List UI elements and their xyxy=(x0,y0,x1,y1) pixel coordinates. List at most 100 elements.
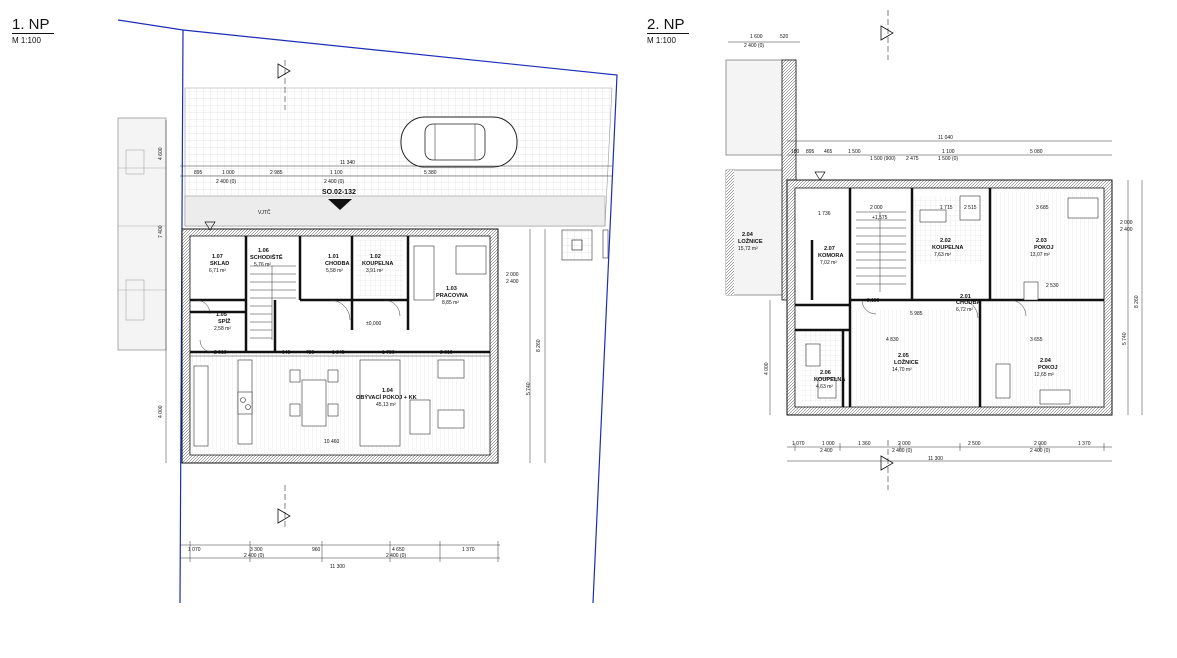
p2-dim-int-7: 5 985 xyxy=(910,311,923,317)
room-2-05-name: LOŽNICE xyxy=(894,358,919,366)
room-2-01-area: 6,72 m² xyxy=(956,307,973,313)
room-1-07-num: 1.07 xyxy=(212,254,223,260)
p2-dim-int-2: 2 000 xyxy=(870,205,883,211)
room-2-07-num: 2.07 xyxy=(824,246,835,252)
dim-side-2: 5 740 xyxy=(526,382,532,395)
p2-dim-top-7: 1 500 xyxy=(848,149,861,155)
room-1-01-area: 5,58 m² xyxy=(326,268,343,274)
room-2-07-name: KOMORA xyxy=(818,253,843,259)
room-2-04a-area: 15,72 m² xyxy=(738,246,758,252)
p2-dim-int-1: 1 736 xyxy=(818,211,831,217)
dim-overall-bottom: 11 300 xyxy=(330,564,345,570)
dim-bottom-7: 1 370 xyxy=(462,547,475,553)
p2-dim-top-9: 2 475 xyxy=(906,156,919,162)
p2-dim-int-3: 1 715 xyxy=(940,205,953,211)
dim-top-4: 2 985 xyxy=(270,170,283,176)
p2-dim-top-12: 5 080 xyxy=(1030,149,1043,155)
dim-side-5: 2 000 xyxy=(506,272,519,278)
room-2-06-name: KOUPELNA xyxy=(814,377,845,383)
room-1-02-num: 1.02 xyxy=(370,254,381,260)
p2-dim-overall-top: 11 040 xyxy=(938,135,953,141)
plan-2-scale: M 1:100 xyxy=(647,36,676,45)
room-1-03-num: 1.03 xyxy=(446,286,457,292)
dim-bottom-3: 2 400 (0) xyxy=(244,553,264,559)
room-2-02-num: 2.02 xyxy=(940,238,951,244)
room-1-04-area: 45,13 m² xyxy=(376,402,396,408)
dim-top-1: 895 xyxy=(194,170,203,176)
room-1-06-name: SCHODIŠTĚ xyxy=(250,253,283,261)
dim-side-1: 8 260 xyxy=(536,339,542,352)
room-2-02-area: 7,63 m² xyxy=(934,252,951,258)
car-symbol xyxy=(400,116,518,168)
room-1-06-num: 1.06 xyxy=(258,248,269,254)
dim-int-7: 10 460 xyxy=(324,439,340,445)
dim-bottom-6: 2 400 (0) xyxy=(386,553,406,559)
room-2-01-name: CHODBA xyxy=(956,300,981,306)
dim-top-7: 5 380 xyxy=(424,170,437,176)
room-2-04b-num: 2.04 xyxy=(1040,358,1052,364)
room-2-04b-name: POKOJ xyxy=(1038,365,1058,371)
p2-dim-int-4: 2 515 xyxy=(964,205,977,211)
room-1-02-area: 3,91 m² xyxy=(366,268,383,274)
room-1-02-name: KOUPELNA xyxy=(362,261,393,267)
plan-2-level-1: +3,150 xyxy=(864,298,880,304)
dim-bottom-2: 3 300 xyxy=(250,547,263,553)
p2-dim-int-8: 3 655 xyxy=(1030,337,1043,343)
room-1-05-num: 1.05 xyxy=(216,312,227,318)
dim-side-7: 4 600 xyxy=(158,147,164,160)
room-1-07-name: SKLAD xyxy=(210,261,229,267)
p2-dim-bottom-7: 2 500 xyxy=(968,441,981,447)
dim-int-2: 940 xyxy=(282,350,291,356)
room-1-04-num: 1.04 xyxy=(382,388,394,394)
room-1-03-area: 8,85 m² xyxy=(442,300,459,306)
plan-1-house xyxy=(181,228,499,464)
dim-int-1: 2 910 xyxy=(214,350,227,356)
plan-2-title: 2. NP xyxy=(647,17,689,34)
dim-side-3: 4 000 xyxy=(158,405,164,418)
room-2-03-num: 2.03 xyxy=(1036,238,1047,244)
p2-dim-side-3: 4 000 xyxy=(764,362,770,375)
p2-dim-top-2: 2 400 (0) xyxy=(744,43,764,49)
plan-1-scale: M 1:100 xyxy=(12,36,41,45)
dim-bottom-4: 960 xyxy=(312,547,321,553)
plan-1-labels: SO.02-132 VJTČ 1.07 SKLAD 6,71 m² 1.06 S… xyxy=(158,147,542,570)
p2-dim-bottom-8: 2 000 xyxy=(1034,441,1047,447)
p2-dim-side-4: 2 000 xyxy=(1120,220,1133,226)
p2-dim-bottom-6: 2 400 (0) xyxy=(892,448,912,454)
p2-dim-int-5: 3 685 xyxy=(1036,205,1049,211)
room-1-01-num: 1.01 xyxy=(328,254,339,260)
p2-dim-bottom-2: 1 000 xyxy=(822,441,835,447)
p2-dim-top-11: 1 500 (0) xyxy=(938,156,958,162)
canopy-label: VJTČ xyxy=(258,209,271,216)
dim-side-6: 2 400 xyxy=(506,279,519,285)
dim-top-2: 1 000 xyxy=(222,170,235,176)
room-1-05-name: SPÍŽ xyxy=(218,317,231,325)
dim-int-6: 2 610 xyxy=(440,350,453,356)
room-2-04a-name: LOŽNICE xyxy=(738,237,763,245)
plan-1-title-block: 1. NP M 1:100 xyxy=(12,16,54,46)
room-2-05-area: 14,70 m² xyxy=(892,367,912,373)
dim-top-5: 1 100 xyxy=(330,170,343,176)
dim-bottom-1: 1 070 xyxy=(188,547,201,553)
room-2-03-area: 13,07 m² xyxy=(1030,252,1050,258)
room-2-04b-area: 12,65 m² xyxy=(1034,372,1054,378)
p2-dim-top-3: 520 xyxy=(780,34,789,40)
room-1-07-area: 6,71 m² xyxy=(209,268,226,274)
p2-dim-top-6: 465 xyxy=(824,149,833,155)
plan-1-site xyxy=(117,87,613,351)
p2-dim-bottom-5: 2 000 xyxy=(898,441,911,447)
plan-2-section-markers xyxy=(814,10,894,490)
dim-int-3: 720 xyxy=(306,350,315,356)
p2-dim-int-9: 2 530 xyxy=(1046,283,1059,289)
plan-1-title: 1. NP xyxy=(12,17,54,34)
plan-2-dimension-lines xyxy=(728,41,1143,462)
p2-dim-int-6: 4 830 xyxy=(886,337,899,343)
room-2-04a-num: 2.04 xyxy=(742,232,754,238)
dim-int-5: 1 736 xyxy=(382,350,395,356)
room-2-07-area: 7,02 m² xyxy=(820,260,837,266)
plan-2-title-block: 2. NP M 1:100 xyxy=(647,16,689,46)
section-marker-label: SO.02-132 xyxy=(322,189,356,196)
p2-dim-side-2: 5 740 xyxy=(1122,332,1128,345)
plan-2-labels: 2.04 LOŽNICE 15,72 m² 2.07 KOMORA 7,02 m… xyxy=(738,34,1140,462)
